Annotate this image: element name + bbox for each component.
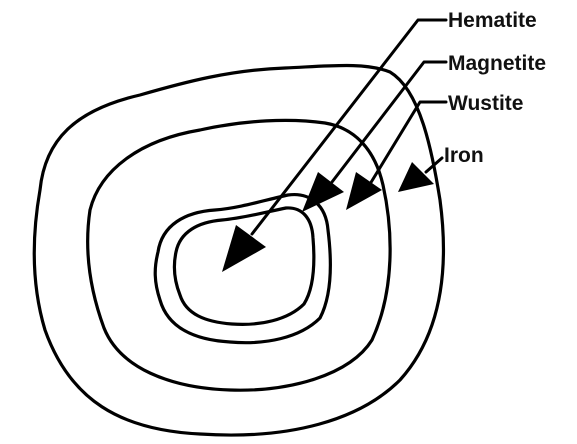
magnetite-arrowhead: [302, 172, 344, 212]
iron-label: Iron: [444, 144, 484, 167]
hematite-label: Hematite: [448, 9, 537, 32]
hematite-core: [174, 208, 313, 324]
wustite-label: Wustite: [448, 92, 523, 115]
hematite-arrowhead: [222, 225, 266, 272]
iron-arrowhead: [398, 162, 434, 192]
magnetite-label: Magnetite: [448, 52, 546, 75]
magnetite-leader: [332, 62, 446, 182]
wustite-arrowhead: [346, 172, 382, 210]
